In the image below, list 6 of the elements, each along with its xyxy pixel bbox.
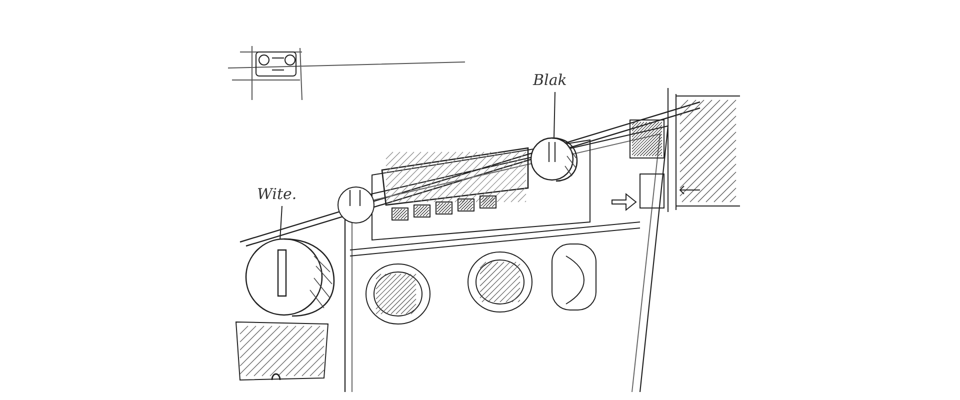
leader-line [554,92,556,138]
control-knob-drawing [244,236,336,318]
control-knob-drawing [530,136,578,182]
handwritten-label: Blak [532,72,568,89]
leader-line [280,206,282,240]
handwritten-label: Wite. [256,186,298,203]
